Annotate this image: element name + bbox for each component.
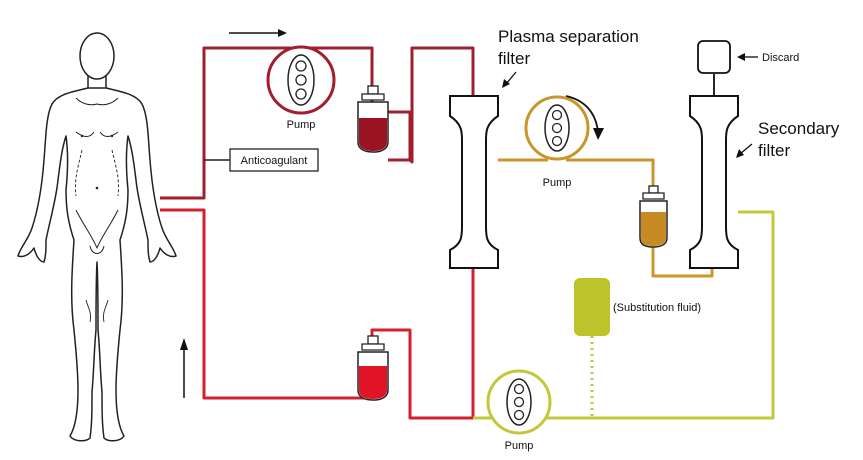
return-bag-bright xyxy=(357,335,389,401)
pump-top-label: Pump xyxy=(287,119,316,131)
discard-label: Discard xyxy=(762,52,799,64)
collection-bag-dark xyxy=(357,85,389,153)
substitution-fluid-label: (Substitution fluid) xyxy=(613,302,701,314)
arrow-right-icon xyxy=(229,29,287,37)
blood-return-line xyxy=(160,208,475,420)
plasma-filter-pointer-icon xyxy=(502,71,517,88)
pump-middle-label: Pump xyxy=(543,177,572,189)
clockwise-arrow-icon xyxy=(565,95,604,140)
secondary-filter-label-2: filter xyxy=(758,141,790,160)
discard-pointer-icon xyxy=(737,53,758,61)
plasma-line xyxy=(498,158,714,278)
secondary-filter-label-1: Secondary xyxy=(758,119,840,138)
plasma-filter-label-1: Plasma separation xyxy=(498,27,639,46)
secondary-filter xyxy=(689,74,739,269)
anticoagulant-box xyxy=(229,148,319,172)
pump-bottom xyxy=(486,369,552,435)
plasma-filter-label-2: filter xyxy=(498,49,530,68)
pump-bottom-label: Pump xyxy=(505,440,534,452)
collection-bag-plasma xyxy=(639,185,668,248)
anticoagulant-label: Anticoagulant xyxy=(241,155,308,167)
discard-container xyxy=(697,40,731,74)
substitution-fluid-bag xyxy=(574,278,610,336)
pump-middle xyxy=(524,95,590,161)
pump-top xyxy=(266,45,336,115)
human-body-figure xyxy=(17,32,177,442)
secondary-filter-pointer-icon xyxy=(736,143,753,158)
arrow-up-icon xyxy=(180,338,188,398)
plasma-separation-filter xyxy=(449,95,499,269)
